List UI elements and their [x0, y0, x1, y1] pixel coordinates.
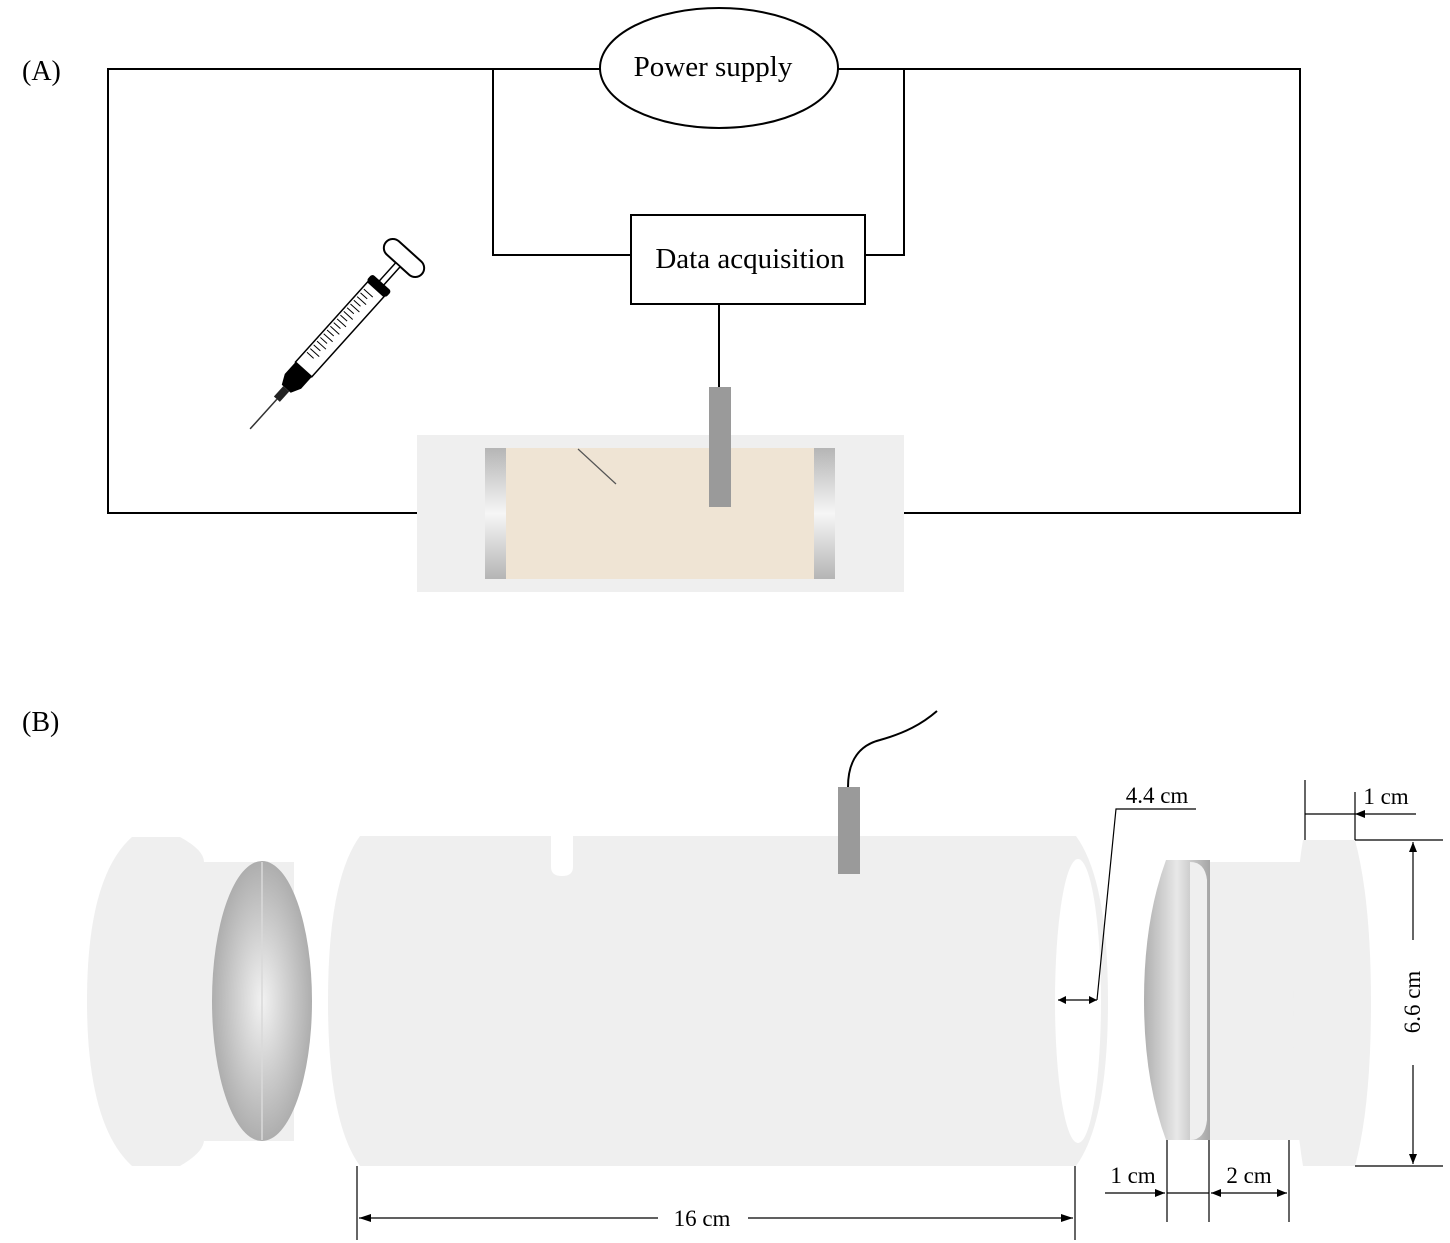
- data-acquisition: Data acquisition: [630, 214, 866, 305]
- dim-wall-leader: [1096, 808, 1196, 1001]
- right-plug-front: [1190, 862, 1207, 1140]
- panel-a: (A) Power supply Data acquisition: [22, 7, 1301, 592]
- power-supply: Power supply: [599, 7, 839, 129]
- left-circuit-wire: [107, 68, 600, 514]
- dim-length: 16 cm: [356, 1166, 1076, 1240]
- left-end-cap: [87, 837, 312, 1166]
- panel-b-label: (B): [22, 707, 59, 738]
- cylinder-body: [328, 836, 1108, 1166]
- dim-electrode-and-plug: 1 cm 2 cm: [1105, 1140, 1290, 1222]
- soil-container: [417, 387, 904, 592]
- dim-cap-flange: 1 cm: [1304, 780, 1416, 840]
- left-electrode: [485, 448, 506, 579]
- probe-b-cable: [847, 710, 938, 788]
- power-supply-ellipse: [599, 7, 839, 129]
- syringe-icon: [249, 237, 426, 430]
- cylinder: [328, 710, 1108, 1166]
- panel-a-label: (A): [22, 56, 61, 87]
- dim-cap-flange-arrow: [1355, 810, 1365, 818]
- soil-sample: [506, 448, 814, 579]
- left-cap-flange: [87, 837, 204, 1166]
- dim-diameter-label: 6.6 cm: [1400, 971, 1425, 1034]
- syringe-needle-in-soil: [577, 448, 617, 485]
- dim-diameter: 6.6 cm: [1355, 839, 1443, 1167]
- dim-electrode-arrow: [1155, 1189, 1165, 1197]
- dim-wall-label: 4.4 cm: [1126, 783, 1189, 808]
- circuit-wires: [107, 68, 1301, 514]
- dim-electrode-label: 1 cm: [1110, 1163, 1155, 1188]
- data-acquisition-label: Data acquisition: [655, 243, 845, 275]
- dim-cap-flange-label: 1 cm: [1363, 784, 1408, 809]
- data-acquisition-box: [630, 214, 866, 305]
- right-cap-flange: [1293, 840, 1371, 1166]
- right-end-cap: [1144, 840, 1371, 1166]
- right-cap-plug: [1205, 862, 1300, 1140]
- panel-b: (B) 4.4 cm: [22, 707, 1443, 1240]
- left-daq-wire: [492, 69, 631, 256]
- cylinder-bore: [1055, 859, 1101, 1143]
- right-circuit-wire: [838, 68, 1301, 514]
- dim-wall: 4.4 cm: [1058, 783, 1196, 1004]
- right-daq-wire: [865, 69, 905, 256]
- right-electrode: [814, 448, 835, 579]
- power-supply-label: Power supply: [634, 51, 793, 83]
- probe-b: [838, 787, 860, 874]
- injection-notch: [551, 836, 573, 876]
- dim-length-label: 16 cm: [674, 1206, 731, 1231]
- dim-wall-arrows: [1058, 996, 1097, 1004]
- probe: [709, 387, 731, 507]
- dim-cap-plug-label: 2 cm: [1226, 1163, 1271, 1188]
